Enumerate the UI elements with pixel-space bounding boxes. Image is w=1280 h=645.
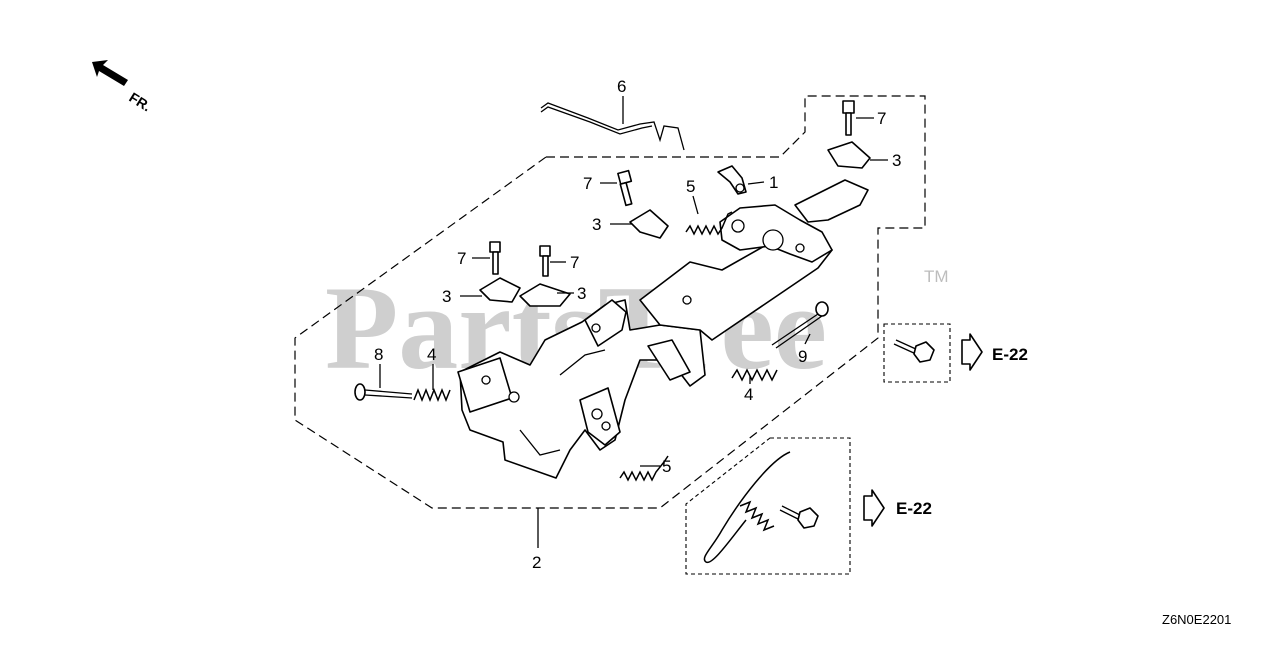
callout-3-a: 3 — [892, 151, 901, 170]
reference-box-2 — [685, 437, 851, 575]
callout-5-b: 5 — [662, 457, 671, 476]
watermark-trademark: TM — [924, 267, 949, 286]
bolt-9 — [771, 301, 829, 349]
front-direction-label: FR. — [126, 89, 154, 115]
screw-7-d — [539, 245, 551, 277]
reference-box-1 — [883, 323, 951, 383]
callout-7-d: 7 — [570, 253, 579, 272]
reference-arrow-icon — [863, 489, 885, 527]
reference-group-2[interactable]: E-22 — [685, 437, 932, 575]
bolts — [354, 301, 829, 401]
reference-label-1[interactable]: E-22 — [992, 345, 1028, 364]
assembly-boundary — [294, 95, 926, 509]
callout-7-a: 7 — [877, 109, 886, 128]
callouts: 6 7 3 1 7 5 3 7 7 3 3 8 4 9 4 5 2 — [374, 77, 901, 572]
reference-bolt-1 — [893, 339, 935, 363]
upper-screws — [489, 100, 855, 277]
control-base-plate — [457, 179, 869, 479]
springs — [413, 211, 778, 482]
screw-7-b — [617, 169, 633, 207]
throttle-rod — [540, 102, 685, 151]
callout-3-b: 3 — [592, 215, 601, 234]
callout-3-d: 3 — [577, 284, 586, 303]
callout-7-b: 7 — [583, 174, 592, 193]
bolt-8 — [354, 383, 413, 401]
callout-4-b: 4 — [744, 385, 753, 404]
callout-1: 1 — [769, 173, 778, 192]
callout-2: 2 — [532, 553, 541, 572]
callout-5-a: 5 — [686, 177, 695, 196]
cable-clamps — [479, 141, 871, 307]
screw-7-c — [489, 241, 501, 275]
reference-bolt-2 — [779, 505, 819, 529]
callout-9: 9 — [798, 347, 807, 366]
clip-part-1 — [717, 165, 747, 195]
reference-label-2[interactable]: E-22 — [896, 499, 932, 518]
callout-7-c: 7 — [457, 249, 466, 268]
screw-7-a — [842, 100, 855, 136]
callout-8: 8 — [374, 345, 383, 364]
reference-arrow-icon — [961, 333, 983, 371]
reference-group-1[interactable]: E-22 — [883, 323, 1028, 383]
front-direction-arrow-icon: FR. — [92, 60, 154, 115]
leader-lines — [379, 96, 888, 548]
callout-4-a: 4 — [427, 345, 436, 364]
callout-6: 6 — [617, 77, 626, 96]
callout-3-c: 3 — [442, 287, 451, 306]
reference-spring-2 — [703, 451, 791, 564]
diagram-code: Z6N0E2201 — [1162, 612, 1231, 627]
